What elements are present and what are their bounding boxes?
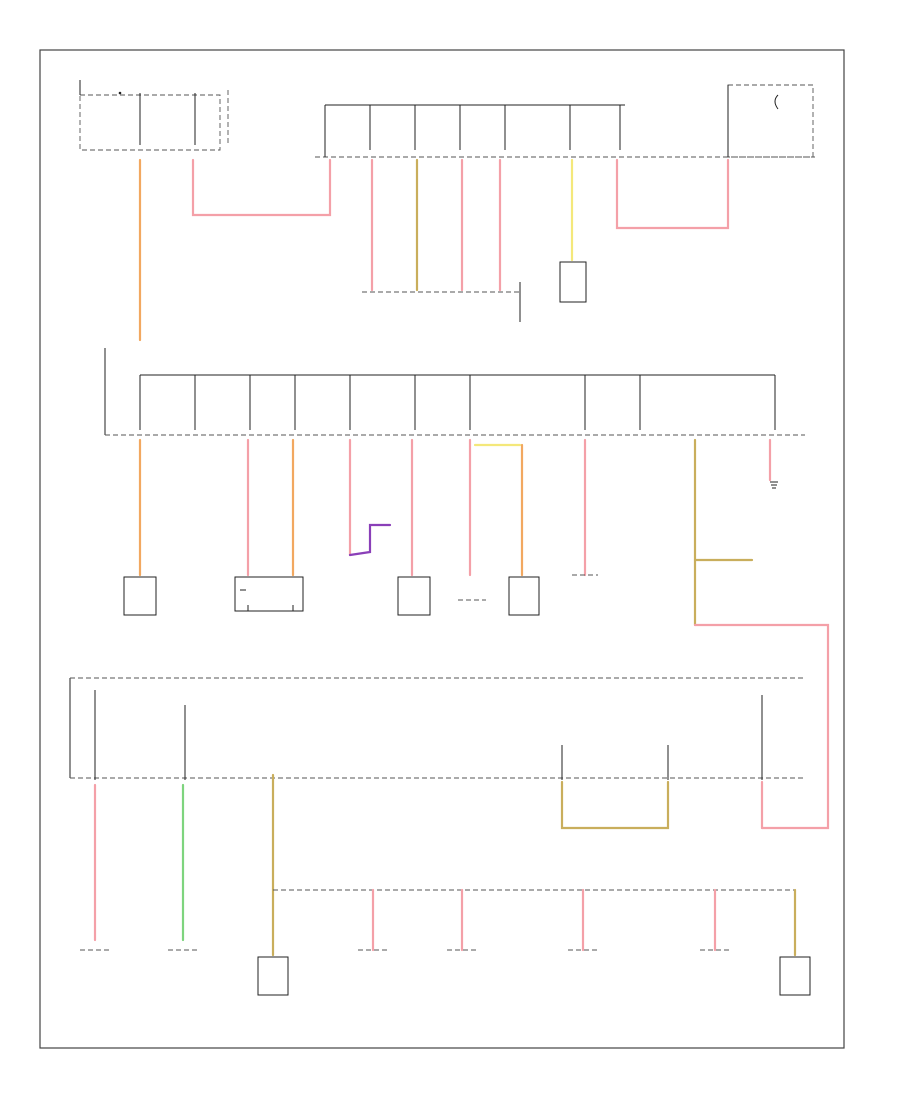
connector-top (559, 261, 587, 303)
wire-pink-1 (191, 158, 332, 217)
ground-symbols (770, 481, 778, 489)
wire-pink-3 (693, 623, 830, 830)
component-radio-controls (257, 956, 289, 996)
component-mid-2 (234, 576, 304, 612)
component-mid-4 (508, 576, 540, 616)
wire-pink-2 (615, 158, 730, 230)
component-mid-1 (123, 576, 157, 616)
battery-junction-box (79, 94, 221, 151)
page-border (39, 49, 845, 1049)
wire-violet (348, 523, 392, 557)
component-instrument-cluster (397, 576, 431, 616)
component-lower-right (779, 956, 811, 996)
